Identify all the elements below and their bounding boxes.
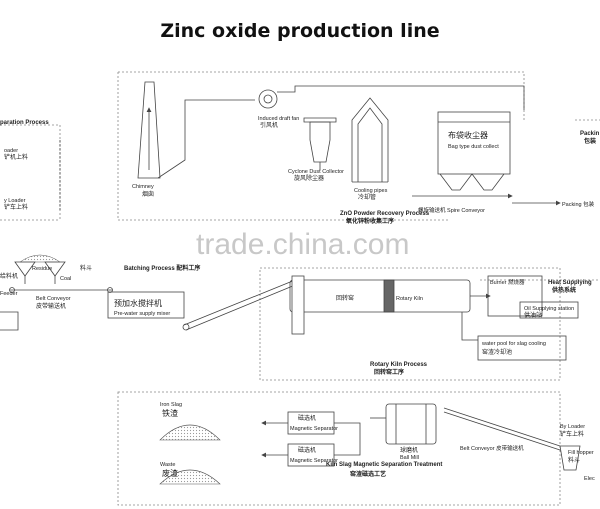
label-bag-en: Bag type dust collect xyxy=(448,144,499,150)
chimney xyxy=(137,81,161,179)
label-mixer-en: Pre-water supply mixer xyxy=(114,311,170,317)
section-batching: Batching Process 配料工序 xyxy=(124,264,200,272)
label-mag2-cn: 磁选机 xyxy=(298,446,316,454)
bag-dust-collector xyxy=(437,111,511,175)
label-chimney-en: Chimney xyxy=(132,184,154,190)
label-mixer-cn: 预加水搅拌机 xyxy=(114,298,162,308)
rotary-kiln xyxy=(289,279,471,313)
section-packing-cn: 包装 xyxy=(584,137,596,145)
iron-slag-pile xyxy=(159,424,221,441)
label-hopper: Fill hopper xyxy=(568,450,594,456)
label-iron-en: Iron Slag xyxy=(160,402,182,408)
label-loader3-cn: 铲车上料 xyxy=(560,430,584,438)
label-packing: Packing 包装 xyxy=(562,200,595,208)
label-belt2: Belt Conveyor 皮带输送机 xyxy=(460,444,524,452)
cyclone-dust-collector xyxy=(309,121,331,163)
label-hopper-cn: 料斗 xyxy=(568,456,580,464)
section-magnetic-cn: 窑渣磁选工艺 xyxy=(350,470,386,478)
page-title: Zinc oxide production line xyxy=(160,20,440,42)
label-mag1-cn: 磁选机 xyxy=(298,414,316,422)
waste-slag-pile xyxy=(159,469,221,485)
label-coal: Coal xyxy=(60,276,71,282)
label-fan-cn: 引风机 xyxy=(260,121,278,129)
label-ball-cn: 球磨机 xyxy=(400,446,418,454)
cooling-pipes xyxy=(351,97,389,182)
label-waste-en: Waste xyxy=(160,462,175,468)
label-mag2-en: Magnetic Separator xyxy=(290,458,338,464)
label-cooling-en: Cooling pipes xyxy=(354,188,388,194)
section-rotary: Rotary Kiln Process xyxy=(370,362,428,368)
label-cyclone-en: Cyclone Dust Collector xyxy=(288,169,344,175)
label-feeder-cn: 给料机 xyxy=(0,272,18,280)
label-belt-en: Belt Conveyor xyxy=(36,296,71,302)
label-loader3: By Loader xyxy=(560,424,585,430)
label-waste-cn: 废渣 xyxy=(162,468,178,478)
pre-water-mixer xyxy=(107,291,185,319)
section-rotary-cn: 回转窑工序 xyxy=(374,368,404,376)
label-burner: Burner 燃烧器 xyxy=(490,278,525,286)
section-recovery-cn: 氧化锌粉收集工序 xyxy=(345,217,394,225)
label-cyclone-cn: 旋风除尘器 xyxy=(294,174,324,182)
label-oil-en: Oil Supplying station xyxy=(524,306,574,312)
label-elec: Elec xyxy=(584,476,595,482)
label-ball-en: Ball Mill xyxy=(400,455,419,461)
label-iron-cn: 铁渣 xyxy=(162,408,178,418)
section-heat: Heat Supplying xyxy=(548,280,592,286)
ball-mill xyxy=(385,403,437,445)
oil-station xyxy=(519,301,579,319)
section-magnetic: Kiln Slag Magnetic Separation Treatment xyxy=(326,462,442,468)
water-pool xyxy=(477,335,567,361)
watermark: trade.china.com xyxy=(196,228,409,261)
label-cooling-cn: 冷却管 xyxy=(358,193,376,201)
label-bag-cn: 布袋收尘器 xyxy=(448,130,488,140)
section-recovery: ZnO Powder Recovery Process xyxy=(340,211,430,217)
coal-pile xyxy=(19,254,61,263)
label-belt-cn: 皮带输送机 xyxy=(36,302,66,310)
induced-draft-fan xyxy=(258,89,278,109)
inclined-conveyor xyxy=(183,277,301,326)
label-mag1-en: Magnetic Separator xyxy=(290,426,338,432)
section-separation: paration Process xyxy=(0,120,49,126)
belt-conveyor-2 xyxy=(443,407,561,447)
label-loader1-cn: 铲车上料 xyxy=(4,203,28,211)
section-packing: Packin xyxy=(580,131,600,137)
label-oil-cn: 供油站 xyxy=(524,311,542,319)
label-loader2-cn: 铲机上料 xyxy=(4,153,28,161)
label-pool-en: water pool for slag cooling xyxy=(481,341,546,347)
label-spiral: 螺旋输送机 Spire Conveyor xyxy=(418,206,485,214)
label-kiln-cn: 回转窑 xyxy=(336,294,354,302)
label-feeder-en: Feeder xyxy=(0,291,18,297)
label-pool-cn: 窑渣冷却池 xyxy=(482,348,512,356)
label-residue: Residue xyxy=(32,266,52,272)
label-loader1: y Loader xyxy=(4,198,26,204)
label-kiln-en: Rotary Kiln xyxy=(396,296,423,302)
label-loader2: oader xyxy=(4,148,18,154)
section-heat-cn: 供热系统 xyxy=(551,286,576,294)
label-chimney-cn: 烟囱 xyxy=(142,190,154,198)
label-fan-en: Induced draft fan xyxy=(258,116,299,122)
label-coal-cn: 料斗 xyxy=(80,264,92,272)
